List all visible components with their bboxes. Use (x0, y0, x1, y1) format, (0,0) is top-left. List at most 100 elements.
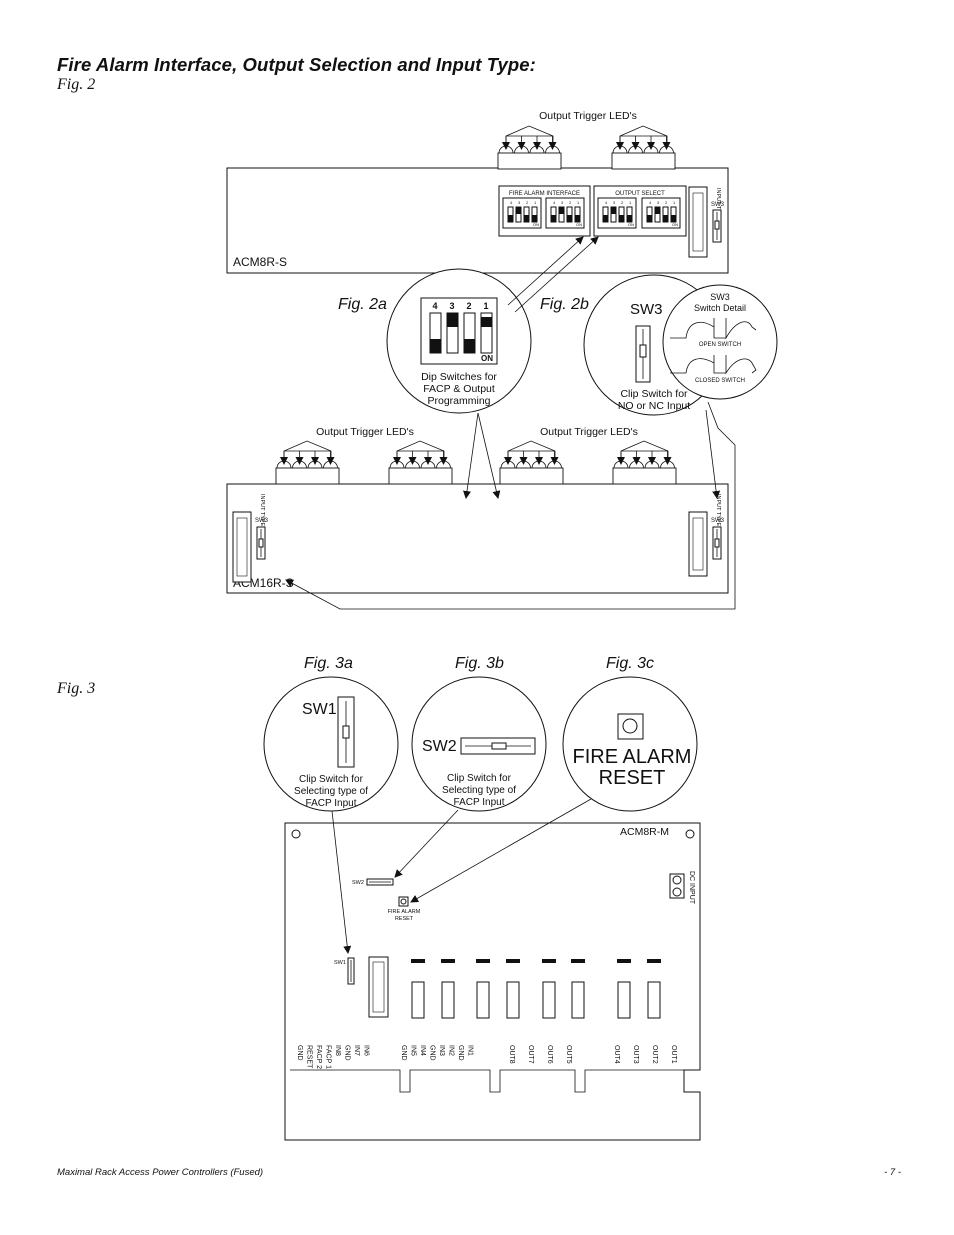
acm8r-m-board: ACM8R-M DC INPUT SW2 FIRE ALARM RESET SW… (284, 822, 701, 1141)
svg-text:1: 1 (629, 200, 632, 205)
dc-input-label: DC INPUT (688, 871, 695, 905)
svg-text:FIRE ALARM: FIRE ALARM (573, 746, 692, 768)
fig3-arrows (331, 798, 592, 954)
terminal-label: FACP 2 (315, 1045, 322, 1069)
terminal-label: OUT1 (670, 1045, 677, 1064)
svg-text:3: 3 (518, 200, 521, 205)
svg-text:1: 1 (534, 200, 537, 205)
terminal-label: IN2 (448, 1045, 455, 1056)
svg-text:Clip Switch for: Clip Switch for (447, 773, 512, 784)
terminal-label: IN5 (410, 1045, 417, 1056)
svg-text:SW3: SW3 (255, 518, 269, 524)
svg-text:ON: ON (576, 222, 582, 227)
terminal-label: IN7 (353, 1045, 360, 1056)
svg-text:ON: ON (533, 222, 539, 227)
terminal-label: OUT3 (632, 1045, 639, 1064)
page-title: Fire Alarm Interface, Output Selection a… (57, 54, 536, 75)
svg-text:3: 3 (613, 200, 616, 205)
input-type-block-left: INPUT TYPE SW3 (232, 494, 269, 583)
terminal-label: RESET (306, 1045, 313, 1069)
svg-text:ON: ON (628, 222, 634, 227)
svg-text:Clip Switch for: Clip Switch for (620, 388, 688, 400)
svg-text:ON: ON (672, 222, 678, 227)
terminal-label: OUT8 (508, 1045, 515, 1064)
svg-text:SW1: SW1 (334, 960, 346, 966)
output-trigger-leds-label-right: Output Trigger LED's (540, 426, 638, 438)
terminal-label: GND (400, 1045, 407, 1061)
svg-text:3: 3 (657, 200, 660, 205)
svg-text:FIRE ALARM INTERFACE: FIRE ALARM INTERFACE (509, 191, 580, 197)
led-bank (275, 460, 340, 485)
svg-text:SW2: SW2 (352, 880, 364, 886)
terminal-label: GND (344, 1045, 351, 1061)
svg-text:SW3: SW3 (710, 292, 730, 302)
fig2-arrows (285, 236, 736, 610)
acm8r-m-label: ACM8R-M (620, 826, 669, 838)
terminal-label: IN4 (419, 1045, 426, 1056)
output-trigger-leds-top (497, 125, 676, 170)
svg-text:INPUT TYPE: INPUT TYPE (715, 494, 721, 527)
svg-text:4: 4 (605, 200, 608, 205)
svg-text:NO or NC Input: NO or NC Input (618, 400, 690, 412)
terminal-label: OUT7 (527, 1045, 534, 1064)
svg-text:RESET: RESET (395, 916, 414, 922)
terminal-label: IN6 (363, 1045, 370, 1056)
terminal-label: FACP 1 (325, 1045, 332, 1069)
terminal-label: OUT4 (613, 1045, 620, 1064)
terminal-label: IN1 (467, 1045, 474, 1056)
svg-text:RESET: RESET (599, 767, 666, 789)
svg-text:Programming: Programming (427, 395, 490, 407)
svg-text:Selecting type of: Selecting type of (442, 785, 516, 796)
output-trigger-leds-bottom (275, 440, 677, 485)
fig2b-label: Fig. 2b (540, 296, 589, 313)
svg-text:Clip Switch for: Clip Switch for (299, 774, 364, 785)
sw1-detail-circle: SW1 Clip Switch for Selecting type of FA… (263, 676, 399, 812)
terminal-label: IN8 (334, 1045, 341, 1056)
svg-text:FACP Input: FACP Input (454, 797, 505, 808)
svg-text:INPUT TYPE: INPUT TYPE (715, 188, 721, 221)
svg-text:2: 2 (621, 200, 624, 205)
led-pair-bottom-left (275, 440, 453, 485)
svg-text:SW1: SW1 (302, 701, 337, 718)
fig3a-label: Fig. 3a (304, 655, 353, 672)
svg-text:CLOSED SWITCH: CLOSED SWITCH (695, 378, 745, 384)
terminal-label: GND (429, 1045, 436, 1061)
svg-text:1: 1 (673, 200, 676, 205)
led-bank (388, 460, 453, 485)
led-bank (611, 145, 676, 170)
svg-text:4: 4 (432, 301, 437, 311)
fig3c-label: Fig. 3c (606, 655, 654, 672)
svg-text:3: 3 (449, 301, 454, 311)
svg-text:OPEN SWITCH: OPEN SWITCH (699, 342, 741, 348)
sw3-big-label: SW3 (630, 301, 663, 318)
sw2-detail-circle: SW2 Clip Switch for Selecting type of FA… (411, 676, 547, 812)
output-trigger-leds-label-top: Output Trigger LED's (539, 110, 637, 122)
fig2-label: Fig. 2 (57, 76, 96, 93)
led-pair-bottom-right (499, 440, 677, 485)
fig3-label: Fig. 3 (57, 680, 96, 697)
fire-alarm-reset-detail-circle: FIRE ALARM RESET (562, 676, 698, 812)
input-type-block-right: INPUT TYPE SW3 (688, 494, 725, 577)
svg-text:4: 4 (510, 200, 513, 205)
fig3b-label: Fig. 3b (455, 655, 504, 672)
terminal-label: OUT2 (651, 1045, 658, 1064)
svg-text:2: 2 (569, 200, 572, 205)
svg-text:4: 4 (649, 200, 652, 205)
led-bank (497, 145, 562, 170)
led-bank (499, 460, 564, 485)
svg-text:2: 2 (526, 200, 529, 205)
acm16r-s-board: ACM16R-S (226, 483, 729, 594)
svg-text:4: 4 (553, 200, 556, 205)
terminal-label: OUT6 (546, 1045, 553, 1064)
terminal-label: OUT5 (565, 1045, 572, 1064)
svg-text:SW2: SW2 (422, 738, 457, 755)
svg-text:Selecting type of: Selecting type of (294, 786, 368, 797)
led-bank (612, 460, 677, 485)
